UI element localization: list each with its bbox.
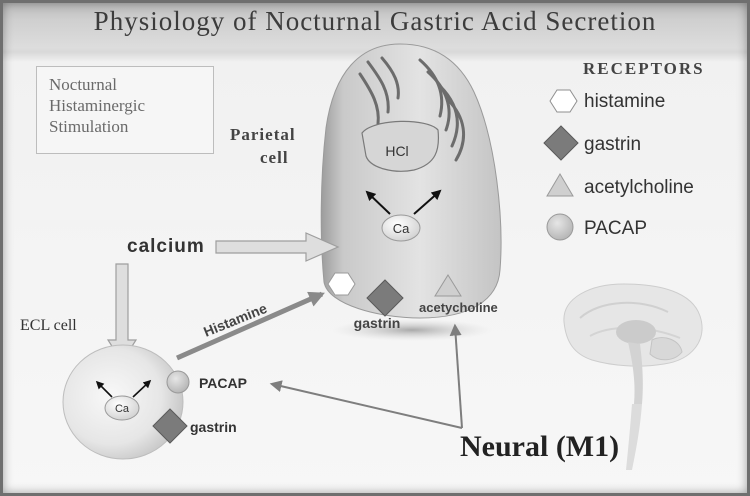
neural-label: Neural (M1) (460, 430, 619, 463)
legend-acetylcholine-label: acetylcholine (584, 177, 694, 198)
legend-gastrin-label: gastrin (584, 134, 641, 155)
parietal-gastrin-label: gastrin (354, 315, 401, 331)
parietal-acetylcholine-label: acetycholine (419, 300, 498, 315)
diamond-icon (543, 125, 579, 161)
stimulation-line-1: Nocturnal (49, 75, 117, 94)
legend-histamine-label: histamine (584, 91, 665, 112)
calcium-arrow-right (215, 232, 340, 262)
ca-arrow-right (413, 189, 442, 215)
parietal-cell-label-line1: Parietal (230, 125, 296, 144)
ecl-ca-label: Ca (115, 403, 130, 415)
histamine-arrow (175, 291, 325, 361)
parietal-ca-label: Ca (393, 221, 410, 236)
parietal-cell-label-line2: cell (260, 148, 289, 167)
ecl-gastrin-label: gastrin (190, 419, 237, 435)
parietal-histamine-receptor (327, 272, 356, 296)
hcl-label: HCl (385, 143, 408, 159)
neural-arrow-to-acetylcholine (449, 323, 463, 429)
receptors-legend: RECEPTORS histamine gastrin acetylcholin… (543, 59, 705, 241)
brain-icon (563, 283, 703, 470)
parietal-cell: HCl Ca gastrin acetycholine (320, 43, 502, 341)
parietal-ca-bubble (381, 214, 421, 242)
calcium-label: calcium (127, 236, 205, 257)
stimulation-line-3: Stimulation (49, 117, 129, 136)
triangle-icon (546, 173, 574, 197)
slide-title: Physiology of Nocturnal Gastric Acid Sec… (93, 6, 657, 36)
hexagon-icon (549, 89, 578, 113)
receptors-heading: RECEPTORS (583, 59, 705, 78)
ecl-gastrin-receptor (152, 408, 188, 444)
ecl-pacap-label: PACAP (199, 375, 247, 391)
parietal-acetylcholine-receptor (434, 274, 462, 297)
stimulation-line-2: Histaminergic (49, 96, 145, 115)
hcl-vesicle (361, 120, 440, 172)
stimulation-box: Nocturnal Histaminergic Stimulation (36, 66, 214, 154)
circle-icon (546, 213, 574, 241)
neural-arrow-to-pacap (269, 380, 463, 429)
ecl-pacap-receptor (166, 370, 190, 394)
legend-pacap-label: PACAP (584, 218, 647, 239)
ecl-cell-label: ECL cell (20, 317, 77, 334)
ca-arrow-left (365, 190, 391, 215)
parietal-gastrin-receptor (366, 279, 404, 317)
ecl-cell: Ca (62, 344, 190, 460)
ecl-ca-arrow-left (95, 380, 113, 398)
ecl-ca-arrow-right (132, 379, 152, 398)
canaliculi (358, 56, 466, 162)
ecl-ca-bubble (104, 395, 140, 421)
